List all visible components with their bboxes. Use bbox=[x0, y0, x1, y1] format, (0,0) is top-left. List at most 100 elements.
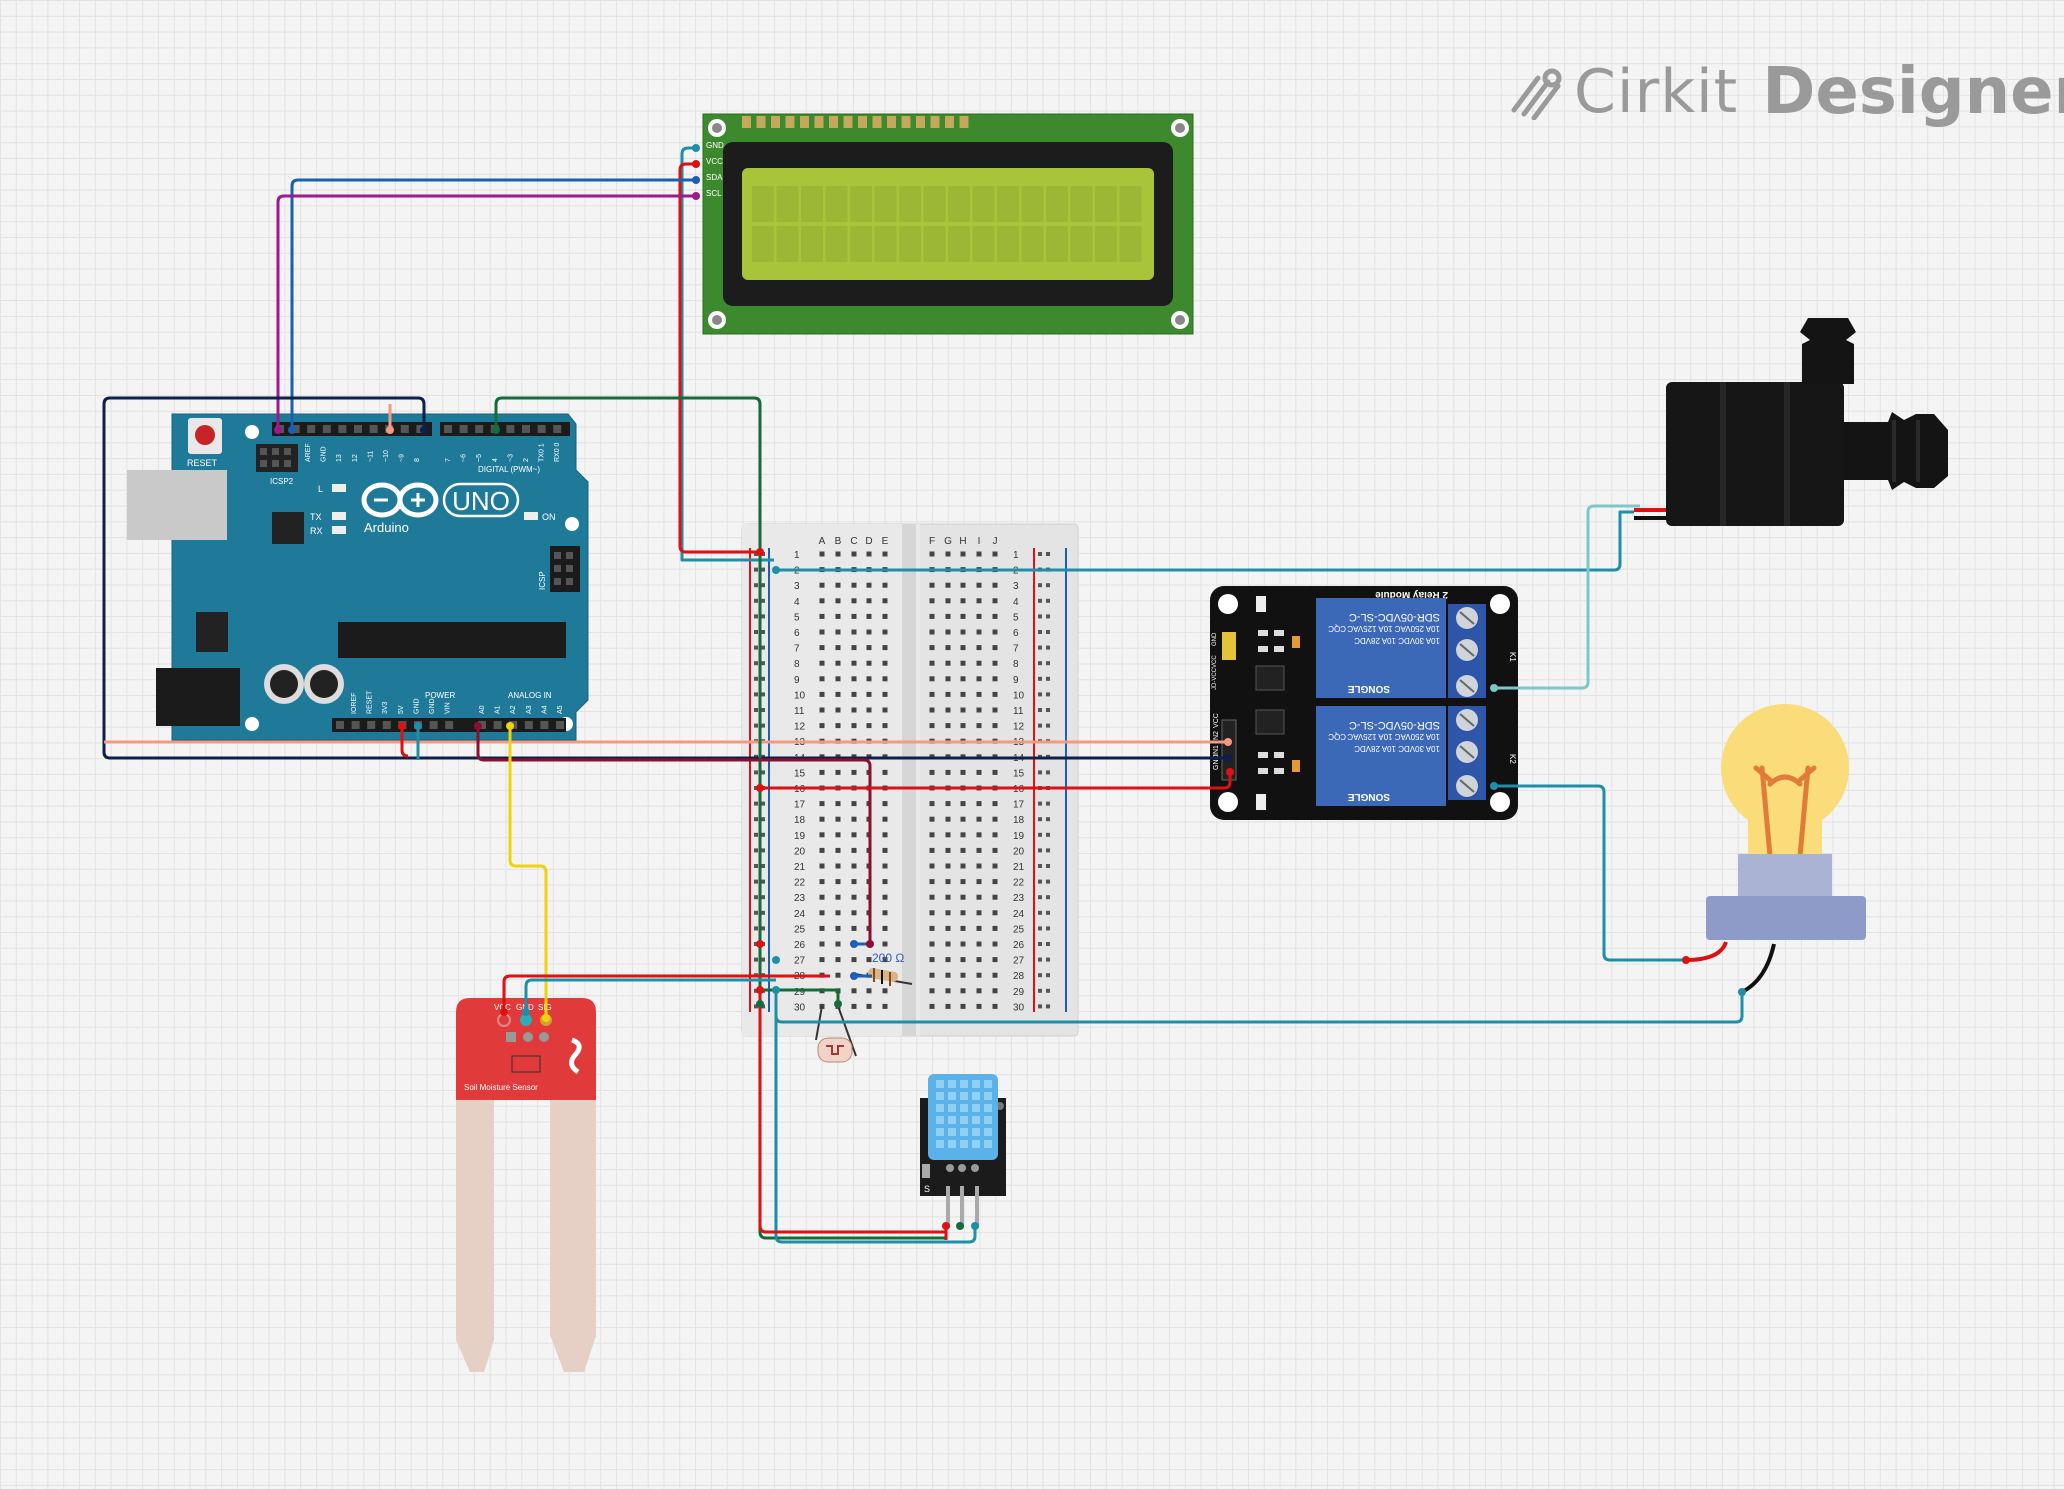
rail-hole[interactable] bbox=[754, 1004, 758, 1009]
relay-terminal-screws[interactable] bbox=[1456, 607, 1478, 797]
breadboard-hole[interactable] bbox=[960, 613, 966, 619]
header-pin[interactable] bbox=[522, 425, 530, 433]
breadboard-hole[interactable] bbox=[882, 957, 888, 963]
rail-hole[interactable] bbox=[1046, 973, 1050, 978]
rail-hole[interactable] bbox=[1046, 817, 1050, 822]
breadboard-hole[interactable] bbox=[866, 988, 872, 994]
breadboard-hole[interactable] bbox=[945, 894, 951, 900]
breadboard-hole[interactable] bbox=[819, 613, 825, 619]
header-pin[interactable] bbox=[307, 425, 316, 433]
rail-hole[interactable] bbox=[1038, 926, 1042, 931]
breadboard-hole[interactable] bbox=[945, 769, 951, 775]
rail-hole[interactable] bbox=[1046, 661, 1050, 666]
header-pin[interactable] bbox=[553, 425, 562, 433]
breadboard-hole[interactable] bbox=[851, 723, 857, 729]
wire-endpoint[interactable] bbox=[1224, 738, 1232, 746]
wire-endpoint[interactable] bbox=[474, 722, 482, 730]
breadboard-hole[interactable] bbox=[819, 629, 825, 635]
breadboard-hole[interactable] bbox=[960, 925, 966, 931]
header-pin[interactable] bbox=[445, 721, 454, 729]
wire-endpoint[interactable] bbox=[756, 784, 764, 792]
rail-hole[interactable] bbox=[1038, 864, 1042, 868]
breadboard-hole[interactable] bbox=[945, 925, 951, 931]
wire-endpoint[interactable] bbox=[386, 426, 394, 434]
breadboard-hole[interactable] bbox=[882, 816, 888, 822]
breadboard-hole[interactable] bbox=[819, 832, 825, 838]
breadboard-hole[interactable] bbox=[819, 894, 825, 900]
rail-hole[interactable] bbox=[761, 661, 765, 666]
breadboard-hole[interactable] bbox=[960, 941, 966, 947]
rail-hole[interactable] bbox=[761, 630, 765, 634]
breadboard-hole[interactable] bbox=[851, 863, 857, 869]
breadboard-hole[interactable] bbox=[976, 941, 982, 947]
rail-hole[interactable] bbox=[761, 598, 765, 603]
breadboard-hole[interactable] bbox=[851, 613, 857, 619]
breadboard-hole[interactable] bbox=[992, 645, 998, 651]
header-pin[interactable] bbox=[540, 721, 549, 729]
header-pin[interactable] bbox=[506, 425, 515, 433]
rail-hole[interactable] bbox=[761, 957, 765, 962]
breadboard-hole[interactable] bbox=[882, 598, 888, 604]
breadboard-hole[interactable] bbox=[945, 863, 951, 869]
breadboard-hole[interactable] bbox=[960, 894, 966, 900]
breadboard-hole[interactable] bbox=[945, 801, 951, 807]
breadboard-hole[interactable] bbox=[929, 894, 935, 900]
breadboard-hole[interactable] bbox=[882, 551, 888, 557]
breadboard-hole[interactable] bbox=[835, 941, 841, 947]
breadboard-hole[interactable] bbox=[976, 957, 982, 963]
breadboard-hole[interactable] bbox=[835, 645, 841, 651]
rail-hole[interactable] bbox=[761, 676, 765, 681]
breadboard-hole[interactable] bbox=[992, 769, 998, 775]
rail-hole[interactable] bbox=[754, 630, 758, 634]
rail-hole[interactable] bbox=[754, 895, 758, 900]
wire-endpoint[interactable] bbox=[866, 940, 874, 948]
breadboard-hole[interactable] bbox=[835, 598, 841, 604]
breadboard-hole[interactable] bbox=[866, 691, 872, 697]
rail-hole[interactable] bbox=[754, 598, 758, 603]
rail-hole[interactable] bbox=[754, 770, 758, 775]
breadboard-hole[interactable] bbox=[929, 707, 935, 713]
breadboard-hole[interactable] bbox=[992, 972, 998, 978]
rail-hole[interactable] bbox=[754, 848, 758, 853]
photoresistor[interactable] bbox=[815, 1005, 857, 1063]
rail-hole[interactable] bbox=[1046, 801, 1050, 806]
wire-endpoint[interactable] bbox=[542, 1014, 550, 1022]
breadboard-hole[interactable] bbox=[929, 816, 935, 822]
breadboard-hole[interactable] bbox=[960, 645, 966, 651]
breadboard-hole[interactable] bbox=[929, 863, 935, 869]
rail-hole[interactable] bbox=[1038, 988, 1042, 993]
breadboard-hole[interactable] bbox=[929, 941, 935, 947]
breadboard-hole[interactable] bbox=[945, 676, 951, 682]
rail-hole[interactable] bbox=[754, 988, 758, 993]
rail-hole[interactable] bbox=[1038, 910, 1042, 915]
rail-hole[interactable] bbox=[754, 832, 758, 837]
rail-hole[interactable] bbox=[754, 879, 758, 884]
wire-endpoint[interactable] bbox=[850, 972, 858, 980]
breadboard-hole[interactable] bbox=[992, 582, 998, 588]
breadboard-hole[interactable] bbox=[835, 660, 841, 666]
rail-hole[interactable] bbox=[1038, 817, 1042, 822]
breadboard-hole[interactable] bbox=[976, 988, 982, 994]
rail-hole[interactable] bbox=[1038, 801, 1042, 806]
breadboard-hole[interactable] bbox=[929, 613, 935, 619]
breadboard-hole[interactable] bbox=[992, 910, 998, 916]
rail-hole[interactable] bbox=[1046, 676, 1050, 681]
lcd-module[interactable]: GND VCC SDA SCL bbox=[702, 113, 1194, 335]
breadboard-hole[interactable] bbox=[976, 847, 982, 853]
breadboard-hole[interactable] bbox=[992, 613, 998, 619]
rail-hole[interactable] bbox=[1038, 973, 1042, 978]
rail-hole[interactable] bbox=[754, 583, 758, 588]
breadboard-hole[interactable] bbox=[960, 1003, 966, 1009]
wire-endpoint[interactable] bbox=[1490, 684, 1498, 692]
wire-endpoint[interactable] bbox=[834, 1000, 842, 1008]
breadboard-hole[interactable] bbox=[929, 676, 935, 682]
rail-hole[interactable] bbox=[754, 708, 758, 712]
wire-endpoint[interactable] bbox=[692, 144, 700, 152]
rail-hole[interactable] bbox=[1046, 879, 1050, 884]
rail-hole[interactable] bbox=[1046, 910, 1050, 915]
header-pin[interactable] bbox=[524, 721, 533, 729]
breadboard-hole[interactable] bbox=[835, 629, 841, 635]
rail-hole[interactable] bbox=[1038, 614, 1042, 619]
breadboard-hole[interactable] bbox=[819, 676, 825, 682]
wire-endpoint[interactable] bbox=[500, 1008, 508, 1016]
